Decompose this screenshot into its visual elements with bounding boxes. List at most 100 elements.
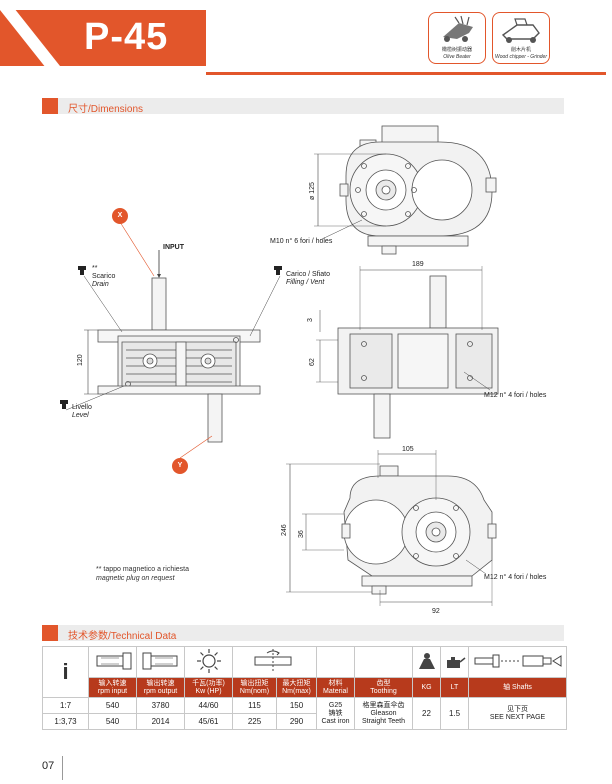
- shafts-icon: [474, 654, 561, 668]
- oil-icon-cell: [440, 646, 469, 678]
- level-label-en: Level: [72, 412, 89, 419]
- weight-icon: [418, 653, 435, 669]
- col-kg: KG: [412, 677, 441, 698]
- dim-62: 62: [309, 358, 316, 366]
- col-lt: LT: [440, 677, 469, 698]
- holes-m12-label-bottom: M12 n° 4 fori / holes: [484, 574, 547, 581]
- level-label-it: Livello: [72, 404, 92, 411]
- dim-105: 105: [402, 446, 414, 453]
- application-olive-label-en: Olive Beater: [443, 54, 471, 60]
- dim-36: 36: [298, 530, 305, 538]
- model-title: P-45: [84, 16, 169, 58]
- section-marker: [42, 98, 58, 114]
- rpm-input-cell: 540: [88, 697, 137, 714]
- dim-246: 246: [281, 524, 288, 536]
- rpm-input-cell: 540: [88, 713, 137, 730]
- filling-plug-icon: [274, 266, 282, 275]
- badge-y: Y: [172, 458, 188, 474]
- input-label: INPUT: [163, 244, 184, 251]
- nm-nom-cell: 115: [232, 697, 277, 714]
- shafts-icon-cell: [468, 646, 567, 678]
- oil-can-icon: [446, 657, 465, 668]
- level-label: Livello Level: [72, 404, 92, 420]
- ratio-cell: 1:7: [42, 697, 89, 714]
- input-shaft-icon-cell: [88, 646, 137, 678]
- magnetic-plug-note: ** tappo magnetico a richiesta magnetic …: [96, 565, 189, 583]
- application-olive-beater: 橄榄树振动器 Olive Beater: [428, 12, 486, 64]
- output-shaft-icon-cell: [136, 646, 185, 678]
- dimensions-section-title: 尺寸/Dimensions: [68, 104, 144, 115]
- dim-120: 120: [77, 354, 84, 366]
- ratio-symbol: i: [42, 646, 89, 698]
- side-view-drawing: [65, 221, 281, 459]
- technical-section-title: 技术参数/Technical Data: [68, 631, 177, 642]
- rpm-output-cell: 2014: [136, 713, 185, 730]
- application-wood-label-cn: 削木片机: [510, 47, 531, 53]
- level-plug-icon: [60, 400, 68, 409]
- magnetic-note-it: ** tappo magnetico a richiesta: [96, 566, 189, 573]
- header-rule: [206, 72, 606, 75]
- dim-189: 189: [412, 261, 424, 268]
- sun-power-icon: [196, 649, 221, 673]
- wood-chipper-icon: [501, 18, 540, 43]
- lt-cell: 1.5: [440, 697, 469, 730]
- filling-label: Carico / Sfiato Filling / Vent: [286, 271, 330, 287]
- magnetic-note-en: magnetic plug on request: [96, 575, 175, 582]
- badge-x: X: [112, 208, 128, 224]
- filling-label-it: Carico / Sfiato: [286, 271, 330, 278]
- dim-3: 3: [307, 318, 314, 322]
- torque-shaft-icon: [254, 649, 291, 673]
- section-marker: [42, 625, 58, 641]
- output-shaft-icon: [142, 652, 177, 670]
- nm-max-cell: 150: [276, 697, 317, 714]
- kg-cell: 22: [412, 697, 441, 730]
- front-view-drawing: [314, 125, 497, 255]
- kw-cell: 45/61: [184, 713, 233, 730]
- table-row: 1:3,73 540 2014 45/61 225 290: [42, 713, 567, 730]
- holes-m10-label: M10 n° 6 fori / holes: [270, 238, 333, 245]
- nm-max-cell: 290: [276, 713, 317, 730]
- drain-label-it: Scarico: [92, 273, 116, 280]
- page-number-divider: [62, 756, 63, 780]
- col-kw: 千瓦(功率)Kw (HP): [184, 677, 233, 698]
- dim-125: ø 125: [309, 182, 316, 200]
- kw-cell: 44/60: [184, 697, 233, 714]
- application-wood-label-en: Wood chipper - Grinder: [495, 54, 547, 60]
- nm-nom-cell: 225: [232, 713, 277, 730]
- dim-92: 92: [432, 608, 440, 615]
- application-olive-label-cn: 橄榄树振动器: [441, 47, 472, 53]
- rpm-output-cell: 3780: [136, 697, 185, 714]
- drain-label: ** Scarico Drain: [92, 265, 115, 289]
- weight-icon-cell: [412, 646, 441, 678]
- power-icon-cell: [184, 646, 233, 678]
- ratio-cell: 1:3,73: [42, 713, 89, 730]
- application-wood-chipper: 削木片机 Wood chipper - Grinder: [492, 12, 550, 64]
- drain-plug-icon: [78, 266, 86, 275]
- page-number: 07: [42, 760, 55, 772]
- olive-beater-icon: [443, 15, 473, 42]
- holes-m12-label-top: M12 n° 4 fori / holes: [484, 392, 547, 399]
- input-shaft-icon: [96, 652, 131, 670]
- drain-note: **: [92, 265, 98, 272]
- top-view-drawing: [316, 266, 499, 439]
- torque-icon-cell: [232, 646, 317, 678]
- col-shafts: 轴 Shafts: [468, 677, 567, 698]
- material-icon-cell: [316, 646, 355, 678]
- toothing-icon-cell: [354, 646, 413, 678]
- filling-label-en: Filling / Vent: [286, 279, 325, 286]
- technical-section-bar: 技术参数/Technical Data: [42, 625, 564, 642]
- drain-label-en: Drain: [92, 281, 109, 288]
- rear-view-drawing: [286, 450, 497, 606]
